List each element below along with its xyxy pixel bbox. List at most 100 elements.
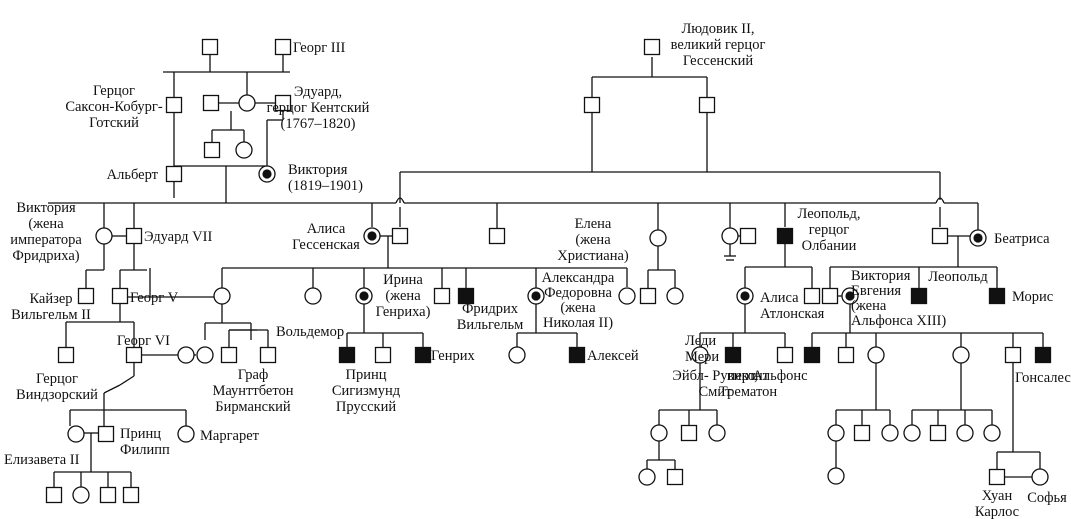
carrier-dot: [845, 291, 855, 301]
edward-duke-of-kent-symbol: [274, 94, 292, 112]
female-symbol: [196, 346, 214, 364]
alexei-affected-symbol: [568, 346, 586, 364]
male-symbol: [433, 287, 451, 305]
female-symbol: [508, 346, 526, 364]
friedrich-wilhelm-affected-symbol: [457, 287, 475, 305]
male-symbol: [837, 346, 855, 364]
male-symbol: [203, 141, 221, 159]
male-symbol: [583, 96, 601, 114]
male-symbol: [821, 287, 839, 305]
edward-vii-symbol: [125, 227, 143, 245]
female-symbol: [903, 424, 921, 442]
label-margaret: Маргарет: [200, 428, 260, 444]
sigismund-symbol: [374, 346, 392, 364]
duke-saxe-coburg-symbol: [165, 96, 183, 114]
label-elizabeth2: Елизавета II: [4, 452, 80, 468]
kaiser-wilhelm-ii-symbol: [77, 287, 95, 305]
carrier-dot: [531, 291, 541, 301]
female-symbol: [708, 424, 726, 442]
label-victoria: Виктория(1819–1901): [288, 162, 363, 194]
label-maurice: Морис: [1012, 289, 1053, 305]
george-iii-symbol: [274, 38, 292, 56]
george-i-father-symbol: [201, 38, 219, 56]
label-george5: Георг V: [130, 290, 179, 306]
henry-affected-symbol: [414, 346, 432, 364]
lady-mary-symbol: [691, 346, 709, 364]
maurice-affected-symbol: [988, 287, 1006, 305]
female-symbol: [721, 227, 739, 245]
female-symbol: [72, 486, 90, 504]
label-george3: Георг III: [293, 40, 345, 56]
female-symbol: [983, 424, 1001, 442]
victoria-empress-symbol: [95, 227, 113, 245]
sofia-symbol: [1031, 468, 1049, 486]
pedigree-line: [935, 197, 945, 204]
elena-symbol: [649, 229, 667, 247]
pedigree-line: [103, 384, 121, 394]
carrier-dot: [262, 169, 272, 179]
female-symbol: [827, 467, 845, 485]
juan-carlos-symbol: [988, 468, 1006, 486]
label-beatrice: Беатриса: [994, 231, 1050, 247]
female-symbol: [956, 424, 974, 442]
george-v-symbol: [111, 287, 129, 305]
female-symbol: [881, 424, 899, 442]
pedigree-line: [395, 197, 405, 204]
label-rupert: Эйбл- Руперт,Смит: [672, 368, 757, 400]
label-george6: Георг VI: [117, 333, 170, 349]
female-symbol: [618, 287, 636, 305]
label-leopold2: Леопольд: [928, 269, 988, 285]
female-symbol: [235, 141, 253, 159]
pedigree-line: [119, 375, 135, 386]
male-symbol: [45, 486, 63, 504]
duke-of-windsor-symbol: [57, 346, 75, 364]
male-symbol: [122, 486, 140, 504]
female-symbol: [650, 424, 668, 442]
trematon-affected-symbol: [724, 346, 742, 364]
male-symbol: [99, 486, 117, 504]
prince-philip-symbol: [97, 425, 115, 443]
male-symbol: [220, 346, 238, 364]
male-symbol: [259, 346, 277, 364]
female-symbol: [213, 287, 231, 305]
label-sofia: Софья: [1027, 490, 1067, 506]
male-symbol: [666, 468, 684, 486]
pedigree-symbols: [45, 38, 1052, 504]
carrier-dot: [367, 231, 377, 241]
male-symbol: [698, 96, 716, 114]
label-edward7: Эдуард VII: [144, 229, 212, 245]
male-symbol: [639, 287, 657, 305]
female-symbol: [867, 346, 885, 364]
george-vi-symbol: [125, 346, 143, 364]
male-symbol: [803, 287, 821, 305]
female-symbol: [304, 287, 322, 305]
male-symbol: [931, 227, 949, 245]
alfonso-affected-symbol: [803, 346, 821, 364]
gonzalo-affected-symbol: [1034, 346, 1052, 364]
female-symbol: [238, 94, 256, 112]
male-symbol: [202, 94, 220, 112]
male-symbol: [853, 424, 871, 442]
label-albert: Альберт: [107, 167, 159, 183]
female-symbol: [177, 346, 195, 364]
female-symbol: [638, 468, 656, 486]
female-symbol: [952, 346, 970, 364]
male-symbol: [739, 227, 757, 245]
carrier-dot: [740, 291, 750, 301]
